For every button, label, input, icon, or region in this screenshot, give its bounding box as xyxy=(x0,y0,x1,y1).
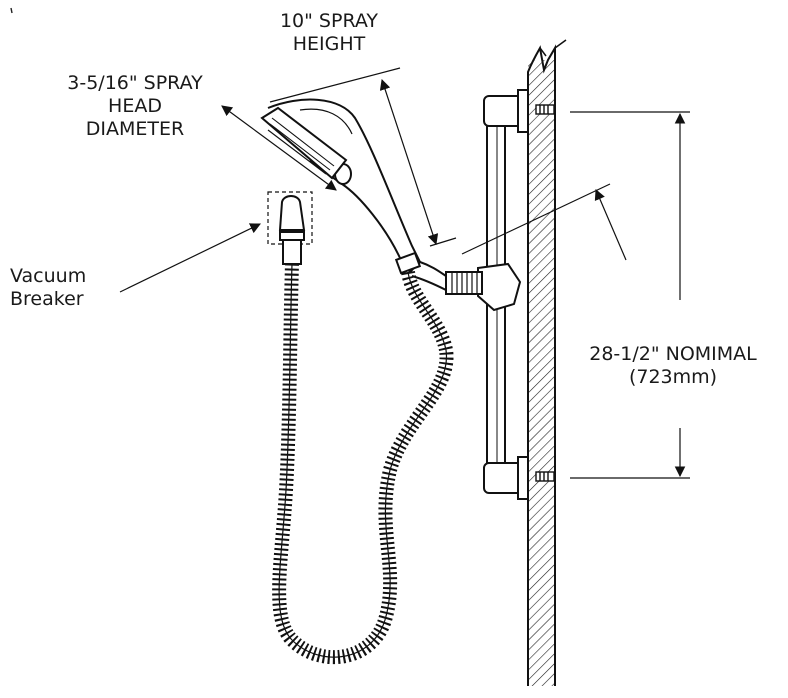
vacuum-breaker xyxy=(267,191,313,265)
vacuum-breaker-leader xyxy=(119,223,261,293)
stray-tick xyxy=(10,7,13,14)
nominal-dimension xyxy=(461,111,690,479)
spray-head-diameter-label-line2: HEAD xyxy=(108,95,162,117)
spray-height-label: 10" SPRAY HEIGHT xyxy=(254,10,404,56)
spray-head-diameter-dimension xyxy=(221,105,337,191)
spray-head-diameter-label-line3: DIAMETER xyxy=(85,118,185,140)
slider-holder xyxy=(411,261,522,312)
spray-height-label-line2: HEIGHT xyxy=(292,33,366,55)
nominal-spacing-label: 28-1/2" NOMIMAL (723mm) xyxy=(566,343,780,389)
hose-outline xyxy=(278,263,448,658)
spray-head-diameter-label: 3-5/16" SPRAY HEAD DIAMETER xyxy=(40,72,230,141)
hose xyxy=(272,263,454,665)
nominal-spacing-label-line1: 28-1/2" NOMIMAL xyxy=(589,343,757,365)
vacuum-breaker-label-line2: Breaker xyxy=(10,288,84,310)
vacuum-breaker-label-line1: Vacuum xyxy=(10,265,87,287)
wall xyxy=(527,39,567,686)
spray-head-diameter-label-line1: 3-5/16" SPRAY xyxy=(67,72,203,94)
nominal-spacing-label-line2: (723mm) xyxy=(628,366,718,388)
vacuum-breaker-label: Vacuum Breaker xyxy=(10,265,120,311)
spray-height-label-line1: 10" SPRAY xyxy=(279,10,379,32)
spray-height-dimension xyxy=(269,67,457,247)
slide-bar xyxy=(483,89,555,500)
